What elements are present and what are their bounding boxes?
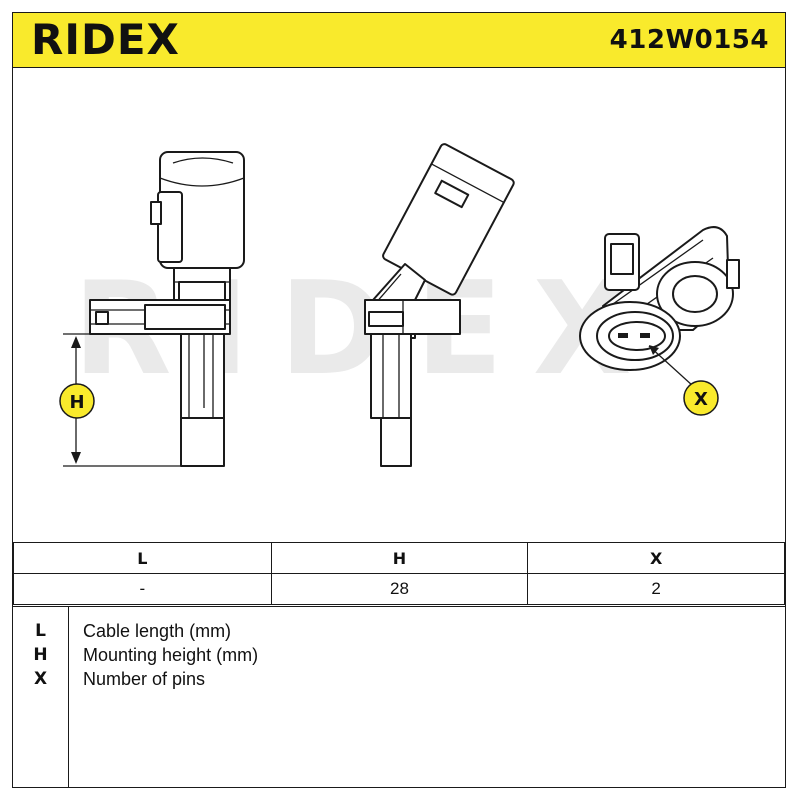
legend-text: Cable length (mm): [83, 621, 232, 641]
connector-marker-x: X: [683, 380, 719, 416]
spec-column-x: X: [527, 542, 785, 574]
connector-marker-x-label: X: [694, 389, 708, 410]
connector-detail-view: [579, 226, 740, 387]
legend-divider: [68, 607, 70, 788]
spec-table-header-row: L H X: [13, 542, 785, 574]
technical-drawing: RIDEX H: [59, 143, 740, 467]
brand-logo: RIDEX: [31, 15, 180, 64]
legend-item: H Mounting height (mm): [13, 643, 785, 667]
legend-key: X: [33, 669, 48, 689]
legend-key: L: [35, 621, 46, 641]
legend: L Cable length (mm) H Mounting height (m…: [13, 606, 785, 788]
sensor-side-view: [364, 143, 515, 467]
sensor-front-view: [63, 151, 245, 467]
legend-key: H: [33, 645, 48, 665]
spec-column-l: L: [13, 542, 272, 574]
header-bar: RIDEX 412W0154: [12, 12, 786, 68]
spec-table: L H X - 28 2: [13, 542, 785, 605]
legend-text: Mounting height (mm): [83, 645, 259, 665]
legend-item: L Cable length (mm): [13, 619, 785, 643]
spec-value-l: -: [13, 573, 272, 605]
legend-text: Number of pins: [83, 669, 206, 689]
part-number: 412W0154: [609, 25, 769, 55]
dimension-marker-h: H: [59, 383, 95, 419]
spec-value-x: 2: [527, 573, 785, 605]
dimension-marker-h-label: H: [69, 392, 84, 413]
legend-item: X Number of pins: [13, 667, 785, 691]
spec-value-h: 28: [270, 573, 529, 605]
spec-column-h: H: [270, 542, 529, 574]
spec-table-value-row: - 28 2: [13, 573, 785, 605]
